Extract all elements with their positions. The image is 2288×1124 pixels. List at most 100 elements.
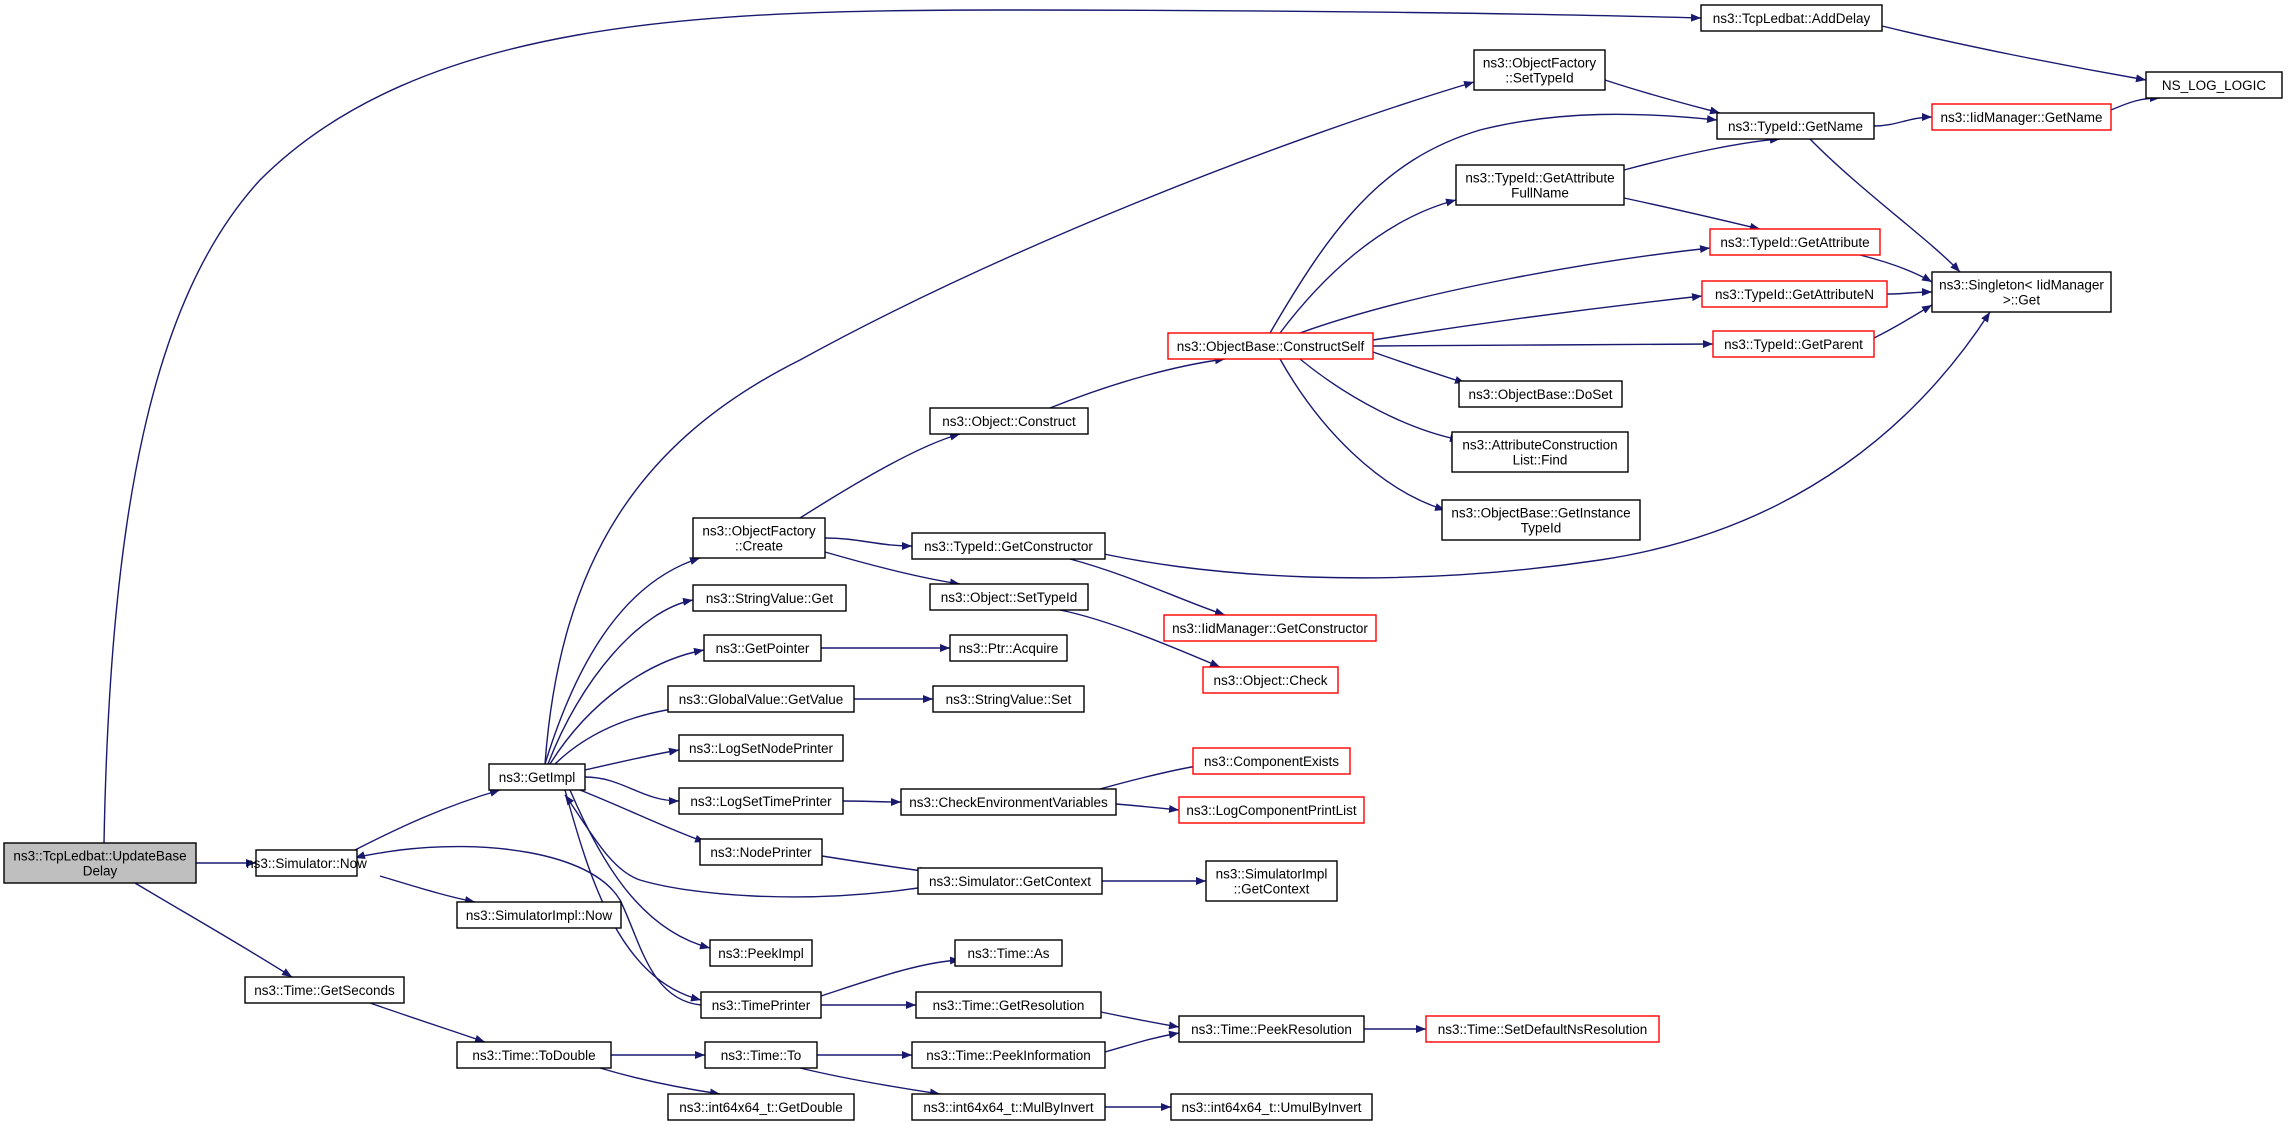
node-timeas[interactable]: ns3::Time::As [954,939,1063,967]
node-label: ns3::Time::To [721,1048,802,1063]
node-svget[interactable]: ns3::StringValue::Get [692,584,847,612]
node-logtimeprinter[interactable]: ns3::LogSetTimePrinter [678,787,844,815]
node-box [488,763,586,791]
node-label: ns3::Time::GetSeconds [254,983,395,998]
node-iidgetname[interactable]: ns3::IidManager::GetName [1931,103,2112,131]
node-svset[interactable]: ns3::StringValue::Set [932,685,1085,713]
node-label: NS_LOG_LOGIC [2162,78,2267,93]
node-mulbyinvert[interactable]: ns3::int64x64_t::MulByInvert [911,1093,1106,1121]
node-label: ns3::GetImpl [499,770,576,785]
node-umulbyinvert[interactable]: ns3::int64x64_t::UmulByInvert [1170,1093,1373,1121]
node-adddelay[interactable]: ns3::TcpLedbat::AddDelay [1700,4,1883,32]
edge-getresolution-to-peekresolution [1100,1011,1180,1030]
node-setdefaultns[interactable]: ns3::Time::SetDefaultNsResolution [1425,1015,1660,1043]
node-box [678,787,844,815]
node-box [1455,164,1625,206]
node-box [667,1093,855,1121]
node-label: ns3::Time::As [967,946,1049,961]
node-logcomponentprintlist[interactable]: ns3::LogComponentPrintList [1178,796,1365,824]
node-singletonget[interactable]: ns3::Singleton< IidManager>::Get [1931,271,2112,313]
edge-ofcreate-to-objconstruct [799,432,961,519]
node-box [1178,1015,1365,1043]
node-label: ns3::TypeId::GetName [1728,119,1863,134]
node-getresolution[interactable]: ns3::Time::GetResolution [915,991,1102,1019]
node-nodeprinter[interactable]: ns3::NodePrinter [699,838,823,866]
node-ofsettypeid[interactable]: ns3::ObjectFactory::SetTypeId [1473,49,1606,91]
node-label: ns3::ObjectBase::ConstructSelf [1177,339,1365,354]
node-box [678,734,844,762]
node-componentexists[interactable]: ns3::ComponentExists [1192,747,1351,775]
edge-getimpl-to-nodeprinter [579,789,706,843]
node-objcheck[interactable]: ns3::Object::Check [1202,666,1339,694]
node-checkenv[interactable]: ns3::CheckEnvironmentVariables [900,788,1117,816]
node-objsettypeid[interactable]: ns3::Object::SetTypeId [929,583,1089,611]
node-nslog[interactable]: NS_LOG_LOGIC [2145,71,2283,99]
node-label: ns3::IidManager::GetName [1940,110,2102,125]
node-typeidgetparent[interactable]: ns3::TypeId::GetParent [1712,330,1875,358]
node-label: ns3::Simulator::GetContext [929,874,1091,889]
node-label: List::Find [1513,453,1568,468]
node-simgetcontext[interactable]: ns3::Simulator::GetContext [917,867,1103,895]
node-peekresolution[interactable]: ns3::Time::PeekResolution [1178,1015,1365,1043]
edge-getimpl-to-peekimpl [569,789,711,950]
node-objconstruct[interactable]: ns3::Object::Construct [929,407,1089,435]
edge-updatebasedelay-to-getseconds [134,882,293,978]
node-label: ::SetTypeId [1505,71,1573,86]
node-box [1202,666,1339,694]
edge-simnow-to-getimpl [354,788,501,851]
node-label: ns3::TypeId::GetConstructor [924,539,1093,554]
node-label: ns3::TcpLedbat::UpdateBase [13,849,186,864]
edge-constructself-to-obgetinstancetypeid [1279,358,1446,511]
node-lognodeprinter[interactable]: ns3::LogSetNodePrinter [678,734,844,762]
node-getimpl[interactable]: ns3::GetImpl [488,763,586,791]
node-label: ns3::SimulatorImpl [1216,867,1328,882]
node-box [1451,431,1629,473]
node-iidgetconstructor[interactable]: ns3::IidManager::GetConstructor [1163,614,1377,642]
node-simimplnow[interactable]: ns3::SimulatorImpl::Now [456,901,622,929]
node-box [1709,228,1881,256]
node-obdoset[interactable]: ns3::ObjectBase::DoSet [1458,380,1623,408]
node-simimplgetcontext[interactable]: ns3::SimulatorImpl::GetContext [1205,860,1338,902]
edge-typeidgetparent-to-singletonget [1873,304,1933,339]
node-box [932,685,1085,713]
node-getdouble[interactable]: ns3::int64x64_t::GetDouble [667,1093,855,1121]
node-gvgetvalue[interactable]: ns3::GlobalValue::GetValue [667,685,855,713]
node-label: ns3::SimulatorImpl::Now [466,908,613,923]
node-getconstructor[interactable]: ns3::TypeId::GetConstructor [911,532,1106,560]
node-ptracquire[interactable]: ns3::Ptr::Acquire [949,634,1068,662]
node-box [1716,112,1875,140]
node-box [709,939,813,967]
node-box [1170,1093,1373,1121]
node-typeidgetname[interactable]: ns3::TypeId::GetName [1716,112,1875,140]
edge-typeidgetattributen-to-singletonget [1886,288,1933,297]
node-todouble[interactable]: ns3::Time::ToDouble [456,1041,612,1069]
edge-timeprinter-to-timeas [820,956,961,997]
node-typeidgetattributen[interactable]: ns3::TypeId::GetAttributeN [1701,280,1888,308]
node-label: ns3::ObjectFactory [1483,56,1597,71]
node-simnow[interactable]: ns3::Simulator::Now [246,849,367,877]
node-ofcreate[interactable]: ns3::ObjectFactory::Create [692,517,826,559]
node-constructself[interactable]: ns3::ObjectBase::ConstructSelf [1167,332,1374,360]
node-timeprinter[interactable]: ns3::TimePrinter [700,991,822,1019]
node-label: ns3::Ptr::Acquire [959,641,1059,656]
node-box [1473,49,1606,91]
node-getpointer[interactable]: ns3::GetPointer [703,634,822,662]
node-label: ns3::Time::SetDefaultNsResolution [1438,1022,1648,1037]
node-peekinformation[interactable]: ns3::Time::PeekInformation [911,1041,1106,1069]
node-typeidgetattribute[interactable]: ns3::TypeId::GetAttribute [1709,228,1881,256]
edge-getimpl-to-ofsettypeid [544,81,1475,765]
node-peekimpl[interactable]: ns3::PeekImpl [709,939,813,967]
edge-typeidgetname-to-singletonget [1809,138,1961,273]
edge-getattrfullname-to-typeidgetattribute [1623,197,1761,231]
node-getseconds[interactable]: ns3::Time::GetSeconds [244,976,405,1004]
node-label: ns3::TypeId::GetAttribute [1465,171,1614,186]
node-box [929,583,1089,611]
node-timeto[interactable]: ns3::Time::To [704,1041,818,1069]
node-label: ns3::StringValue::Get [706,591,834,606]
edge-timeto-to-mulbyinvert [799,1067,941,1097]
